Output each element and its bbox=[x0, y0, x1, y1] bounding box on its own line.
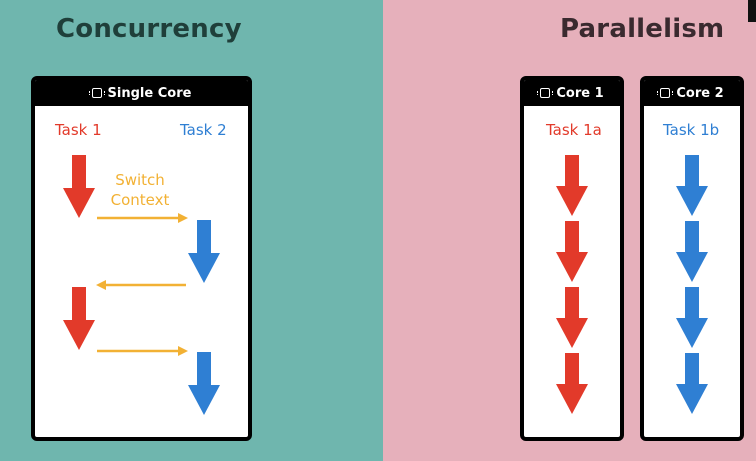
chip-icon bbox=[657, 88, 674, 98]
right-arrow-icon bbox=[97, 346, 188, 356]
corner-mark bbox=[748, 0, 756, 22]
single-core-header: Single Core bbox=[35, 80, 248, 106]
concurrency-title: Concurrency bbox=[56, 14, 242, 44]
chip-icon bbox=[88, 88, 105, 98]
core-2-header: Core 2 bbox=[644, 80, 740, 106]
right-arrow-icon bbox=[97, 213, 188, 223]
down-arrow-icon bbox=[676, 155, 708, 216]
switch-context-label: Switch Context bbox=[104, 170, 176, 210]
switch-context-line1: Switch bbox=[115, 171, 165, 189]
single-core-label: Single Core bbox=[107, 85, 192, 101]
core-1-label: Core 1 bbox=[556, 85, 604, 101]
down-arrow-icon bbox=[676, 353, 708, 414]
core-2-label: Core 2 bbox=[676, 85, 724, 101]
down-arrow-icon bbox=[676, 221, 708, 282]
task-1-label: Task 1 bbox=[55, 121, 102, 139]
down-arrow-icon bbox=[676, 287, 708, 348]
switch-context-line2: Context bbox=[110, 191, 170, 209]
down-arrow-icon bbox=[556, 353, 588, 414]
down-arrow-icon bbox=[556, 221, 588, 282]
task-2-label: Task 2 bbox=[180, 121, 227, 139]
down-arrow-icon bbox=[63, 155, 95, 218]
core-2-box: Core 2 bbox=[640, 76, 744, 441]
chip-icon bbox=[537, 88, 554, 98]
left-arrow-icon bbox=[96, 280, 186, 290]
parallelism-title: Parallelism bbox=[560, 14, 725, 44]
task-1b-label: Task 1b bbox=[663, 121, 720, 139]
task-1a-label: Task 1a bbox=[546, 121, 602, 139]
down-arrow-icon bbox=[556, 287, 588, 348]
down-arrow-icon bbox=[556, 155, 588, 216]
down-arrow-icon bbox=[63, 287, 95, 350]
down-arrow-icon bbox=[188, 352, 220, 415]
core-1-header: Core 1 bbox=[524, 80, 620, 106]
down-arrow-icon bbox=[188, 220, 220, 283]
